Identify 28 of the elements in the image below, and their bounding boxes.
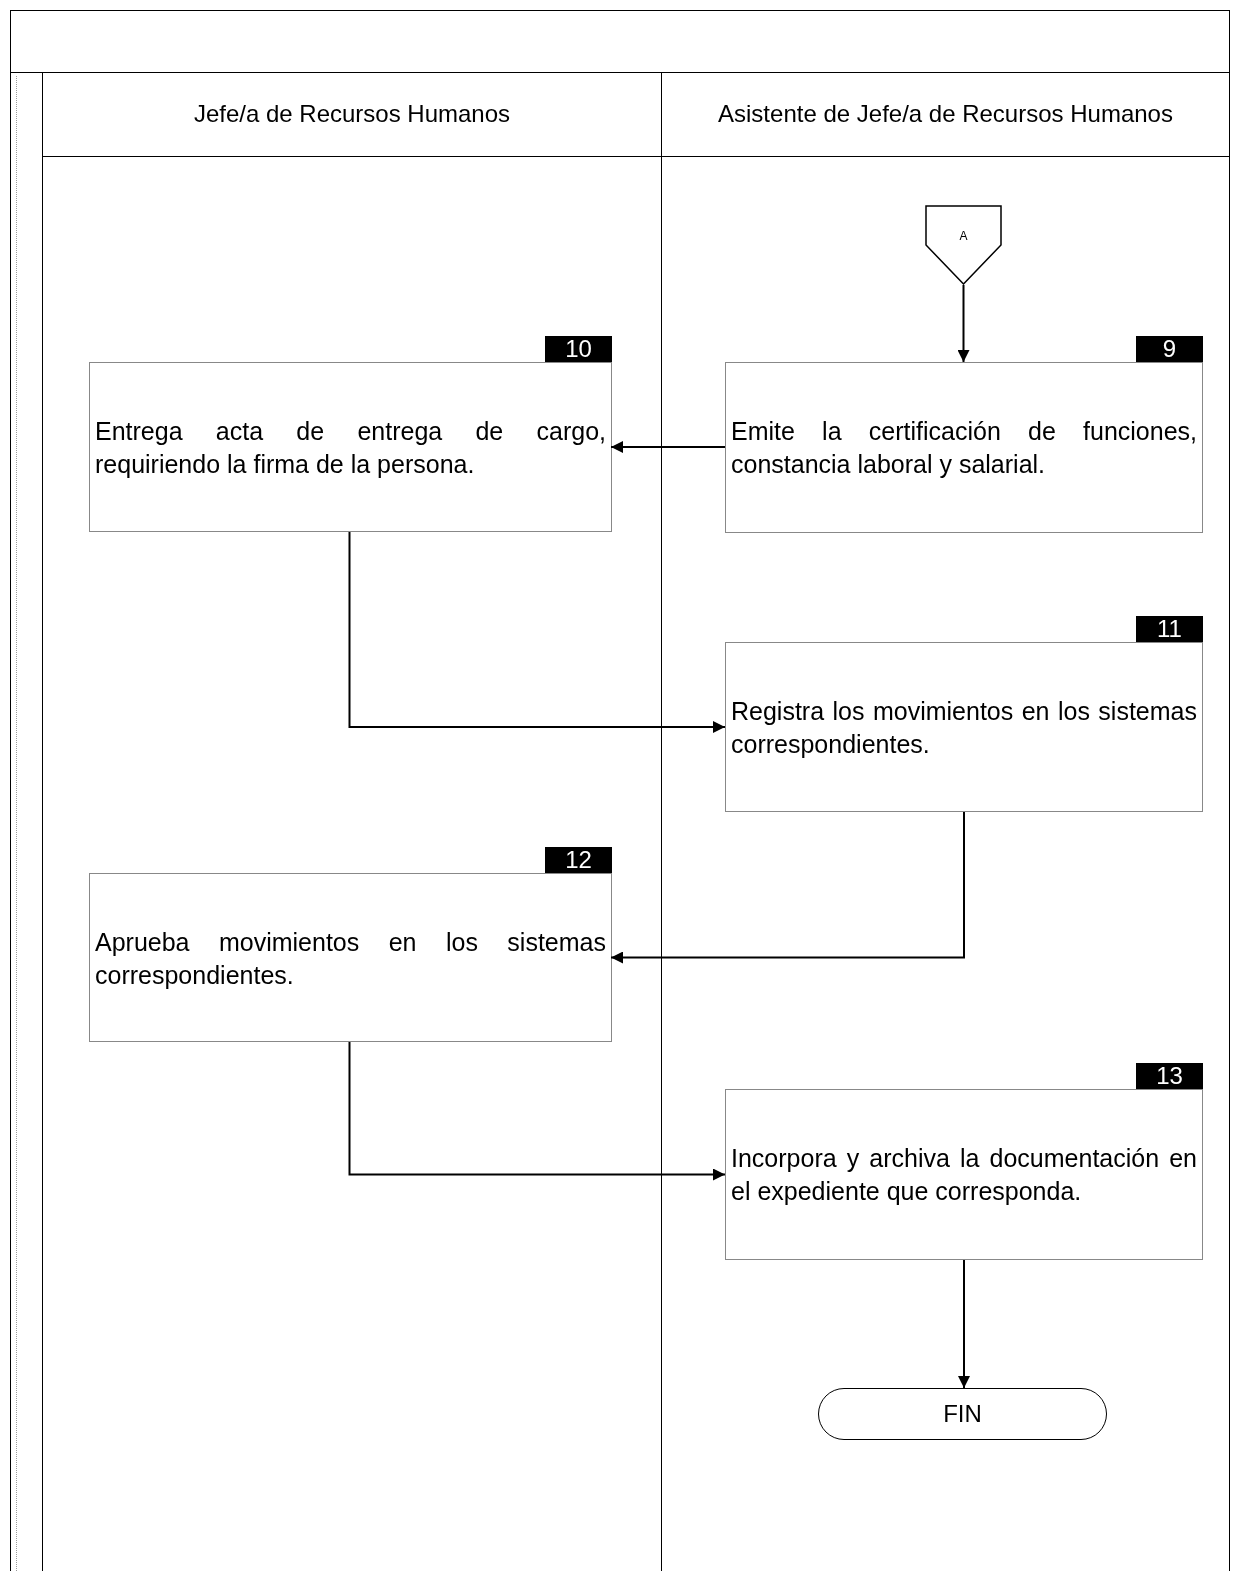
step-number: 10 (545, 336, 612, 362)
swimlane (42, 72, 662, 1571)
step-description: Aprueba movimientos en los sistemas correspondientes. (95, 927, 606, 991)
arrow (958, 1259, 970, 1389)
step-description: Registra los movimientos en los sistemas correspondientes. (731, 696, 1197, 760)
step-number: 11 (1136, 616, 1203, 642)
process-box (89, 362, 612, 532)
terminator-label: FIN (943, 1399, 982, 1429)
step-description: Incorpora y archiva la documentación en el expediente que corresponda. (731, 1143, 1197, 1207)
arrow (610, 441, 726, 453)
arrow (348, 1041, 726, 1181)
process-box (89, 873, 612, 1042)
process-box (725, 642, 1203, 812)
process-box (725, 362, 1203, 533)
process-box (725, 1089, 1203, 1260)
step-number: 13 (1136, 1063, 1203, 1089)
arrow (957, 284, 970, 363)
step-number: 9 (1136, 336, 1203, 362)
terminator (818, 1388, 1107, 1440)
off-page-connector (925, 205, 1002, 285)
arrow (348, 531, 726, 733)
lane-header: Jefe/a de Recursos Humanos (193, 99, 511, 129)
step-description: Entrega acta de entrega de cargo, requiriendo la firma de la persona. (95, 416, 606, 480)
arrow (610, 811, 965, 964)
connector-label: A (959, 228, 968, 245)
lane-header: Asistente de Jefe/a de Recursos Humanos (718, 99, 1173, 129)
step-description: Emite la certificación de funciones, constancia laboral y salarial. (731, 416, 1197, 480)
step-number: 12 (545, 847, 612, 873)
